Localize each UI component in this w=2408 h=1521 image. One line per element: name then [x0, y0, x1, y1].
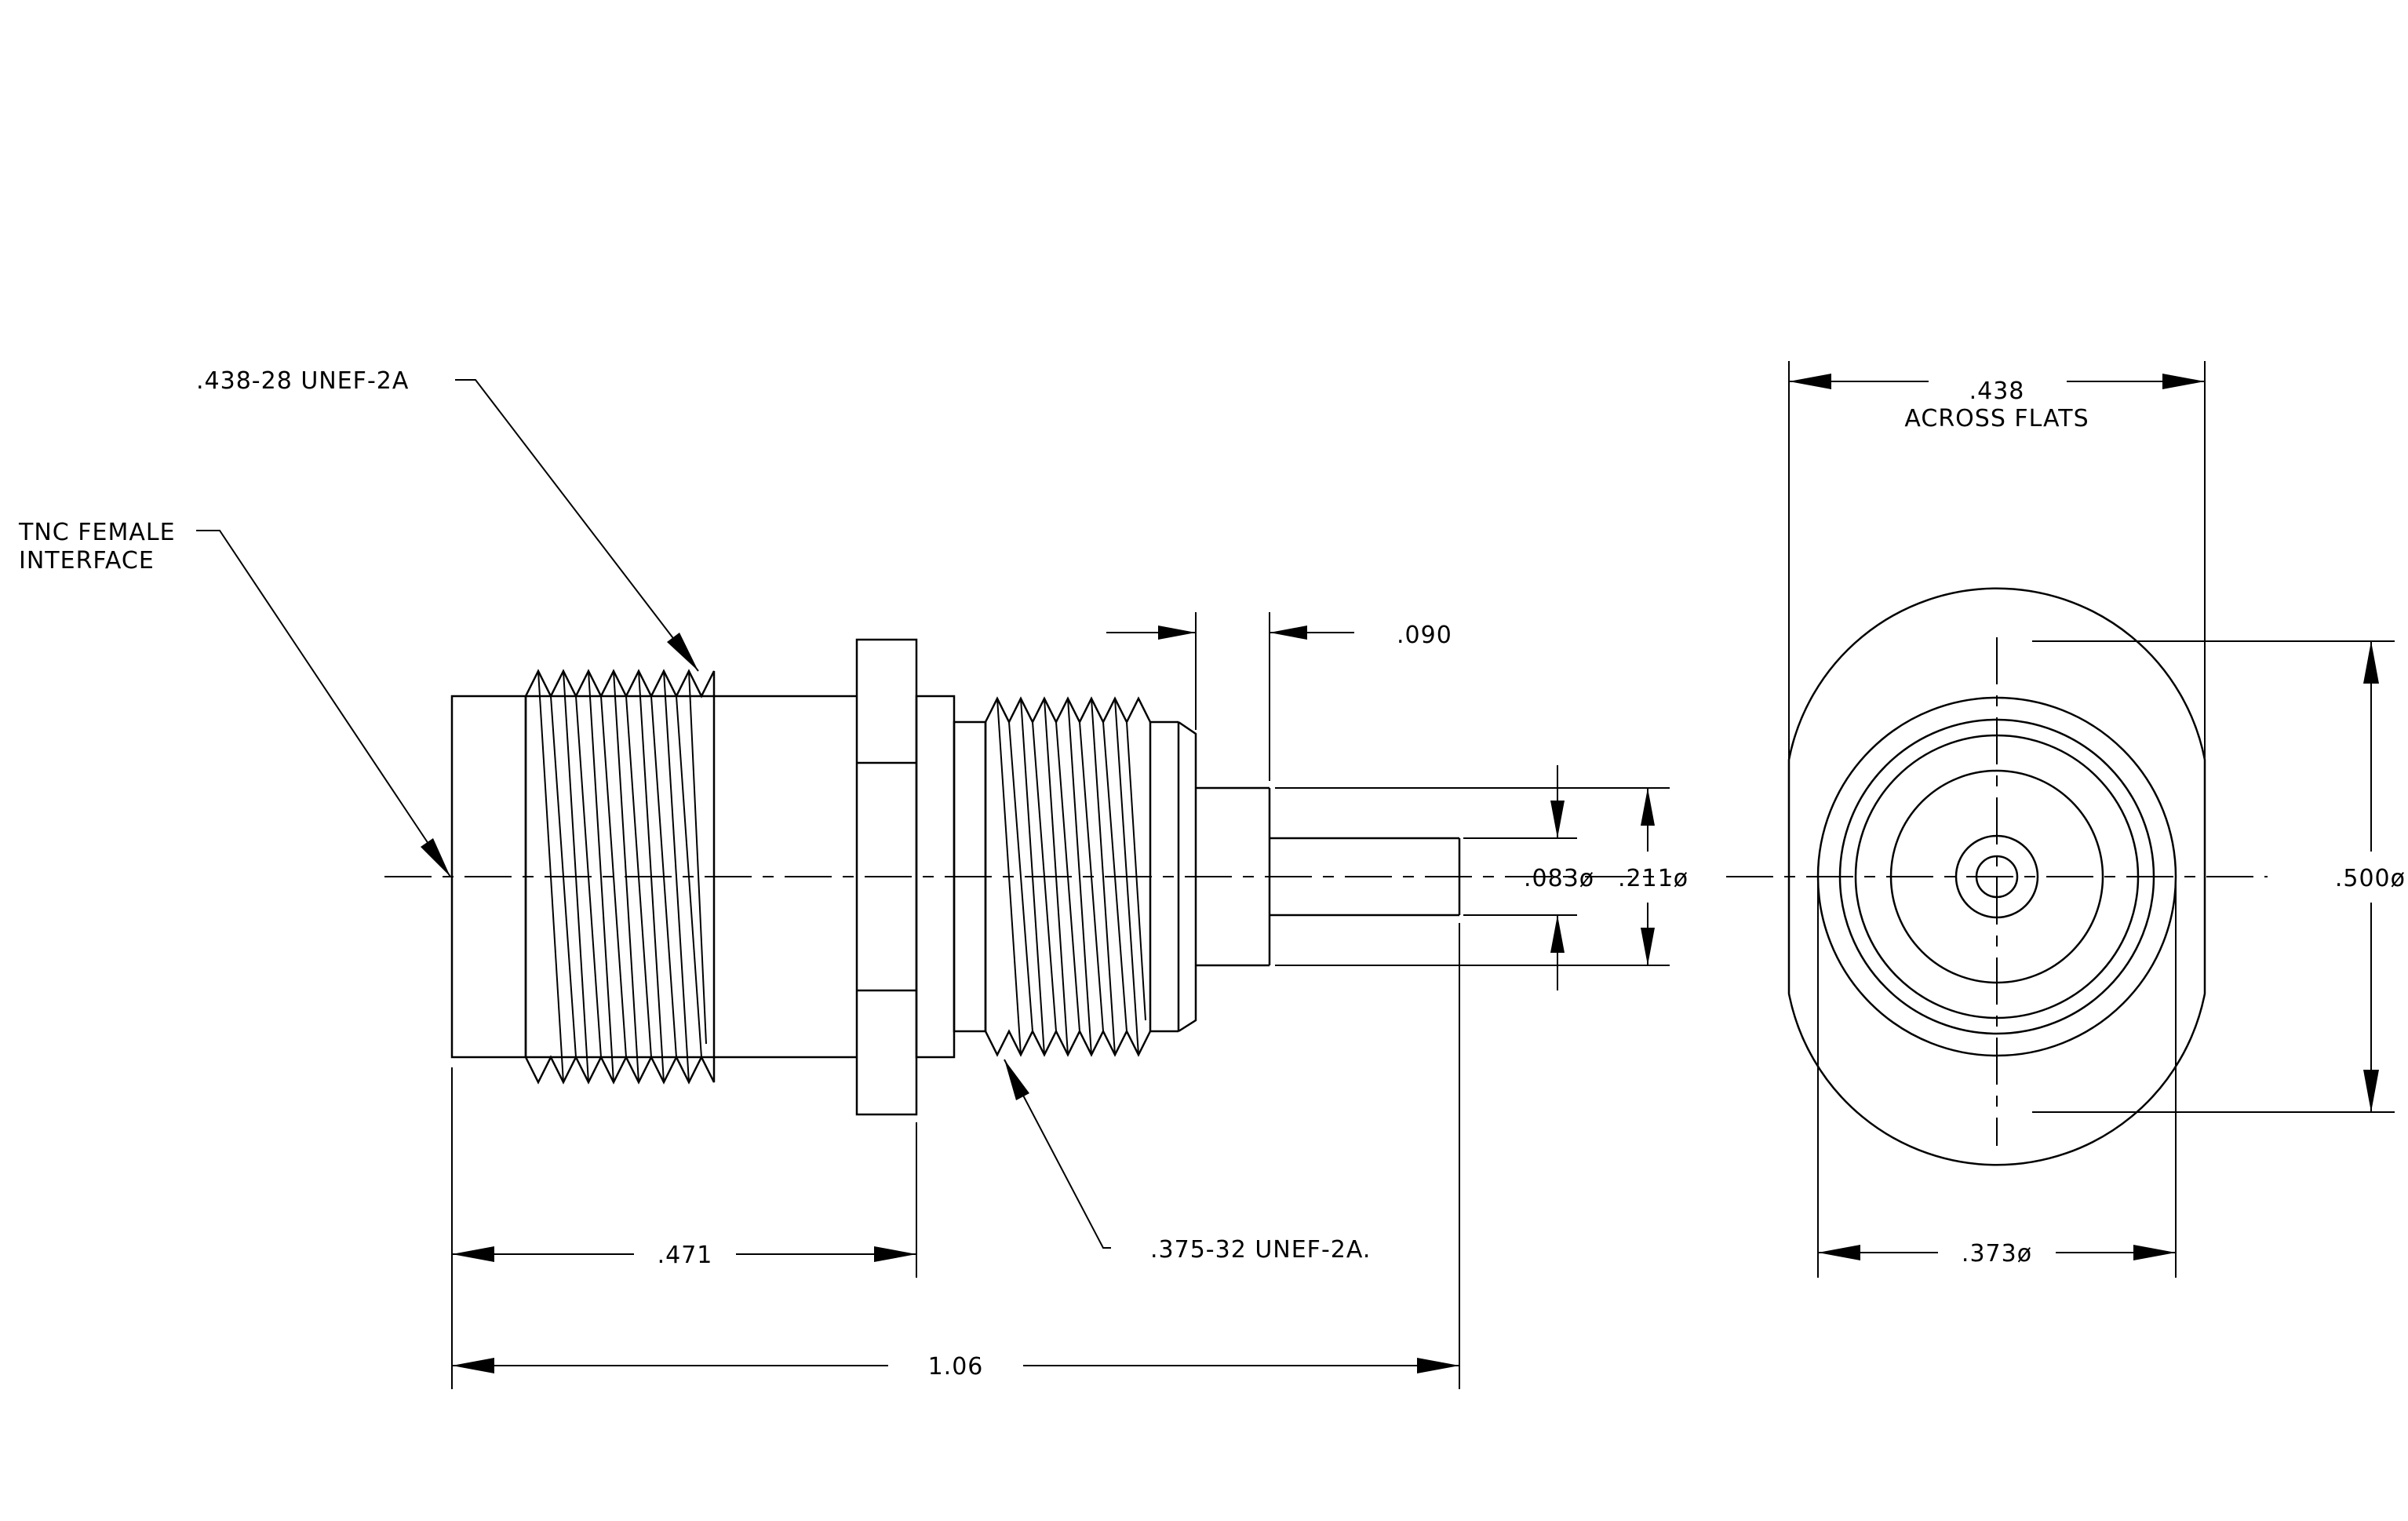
dim-471: [451, 1067, 917, 1389]
dim-211: [1275, 787, 1670, 966]
side-dimensions: [196, 379, 1670, 1389]
dim-500-label: .500ø: [2335, 865, 2406, 892]
ring-4: [1889, 769, 2104, 984]
thread-375-helix: [996, 698, 1146, 1056]
dim-438-flats: [1788, 361, 2206, 760]
dim-083-label: .083ø: [1524, 865, 1594, 892]
dim-373: [1817, 877, 2177, 1278]
contact-pin: [1270, 837, 1461, 917]
leader-tnc: [196, 530, 451, 877]
end-dimensions: [1788, 361, 2395, 1278]
leader-438-thread: [455, 379, 699, 672]
thread-438-top-crests: [524, 669, 716, 698]
dim-090-label: .090: [1397, 622, 1452, 649]
ring-2: [1838, 718, 2155, 1035]
outer-flatted-body: [1787, 587, 2206, 1166]
contact-inner: [1975, 855, 2019, 899]
dim-211-label: .211ø: [1618, 865, 1689, 892]
leader-375-thread: [1004, 1059, 1111, 1249]
contact-outer: [1954, 834, 2039, 919]
dim-438-label: .438: [1969, 378, 2025, 405]
across-flats-label: ACROSS FLATS: [1904, 405, 2089, 432]
callout-438-thread: .438-28 UNEF-2A: [196, 367, 409, 395]
callout-tnc-line1: TNC FEMALE: [18, 519, 176, 546]
thread-438-section: [524, 669, 716, 1085]
dim-500: [2032, 640, 2395, 1113]
body-section: [714, 695, 857, 1059]
side-view: [384, 638, 1671, 1116]
thread-438-bottom-crests: [524, 1055, 716, 1085]
ring-3: [1854, 734, 2140, 1019]
callout-tnc-line2: INTERFACE: [19, 547, 155, 574]
dim-090: [1106, 612, 1354, 781]
dim-106: [452, 923, 1460, 1389]
thread-375-section: [984, 696, 1197, 1057]
dim-471-label: .471: [658, 1242, 713, 1269]
end-view: [1726, 587, 2268, 1166]
dim-106-label: 1.06: [928, 1353, 984, 1381]
dim-373-label: .373ø: [1962, 1240, 2032, 1268]
callout-375-thread: .375-32 UNEF-2A.: [1150, 1236, 1371, 1264]
thread-438-helix: [537, 670, 707, 1083]
dim-083: [1463, 765, 1577, 990]
rear-step: [1196, 786, 1271, 967]
